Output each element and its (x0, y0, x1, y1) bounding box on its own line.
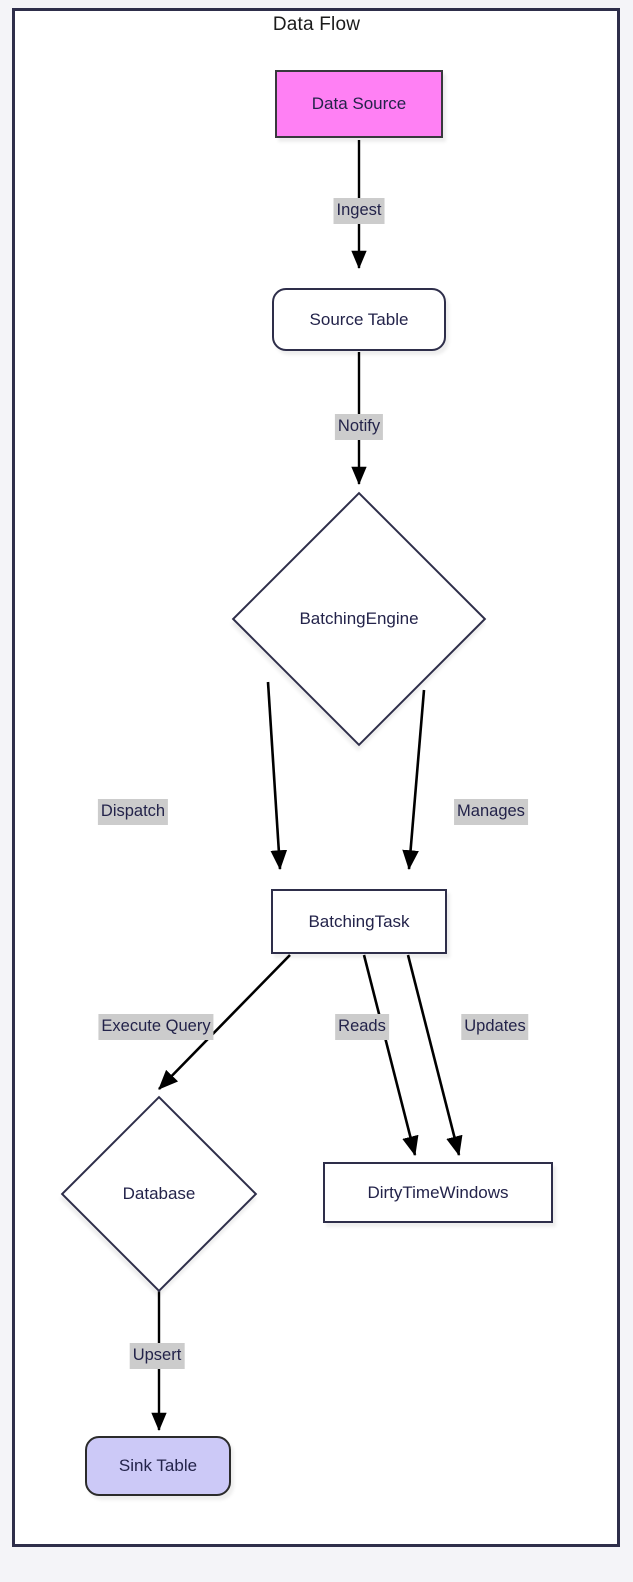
node-batching-engine[interactable]: BatchingEngine (231, 491, 487, 747)
edge-label-notify: Notify (334, 414, 384, 440)
node-sink-table[interactable]: Sink Table (85, 1436, 231, 1496)
edge-label-execute-query: Execute Query (98, 1014, 214, 1040)
edge-label-ingest: Ingest (333, 198, 385, 224)
node-dirty-time-windows-label: DirtyTimeWindows (367, 1182, 509, 1202)
node-batching-task[interactable]: BatchingTask (271, 889, 447, 954)
node-source-table-label: Source Table (309, 309, 409, 329)
edge-label-manages: Manages (454, 799, 528, 825)
node-data-source[interactable]: Data Source (275, 70, 443, 138)
node-batching-engine-label: BatchingEngine (299, 609, 419, 628)
edge-label-dispatch: Dispatch (97, 799, 169, 825)
page-title: Data Flow (272, 14, 361, 35)
edge-label-reads: Reads (335, 1014, 389, 1040)
node-dirty-time-windows[interactable]: DirtyTimeWindows (323, 1162, 553, 1223)
edge-label-updates: Updates (461, 1014, 529, 1040)
node-database[interactable]: Database (60, 1095, 258, 1293)
node-data-source-label: Data Source (311, 94, 407, 113)
edge-label-upsert: Upsert (129, 1343, 185, 1369)
diagram-frame (12, 8, 620, 1547)
node-source-table[interactable]: Source Table (272, 288, 446, 351)
node-database-label: Database (122, 1184, 196, 1203)
node-sink-table-label: Sink Table (118, 1456, 198, 1475)
node-batching-task-label: BatchingTask (308, 911, 410, 931)
